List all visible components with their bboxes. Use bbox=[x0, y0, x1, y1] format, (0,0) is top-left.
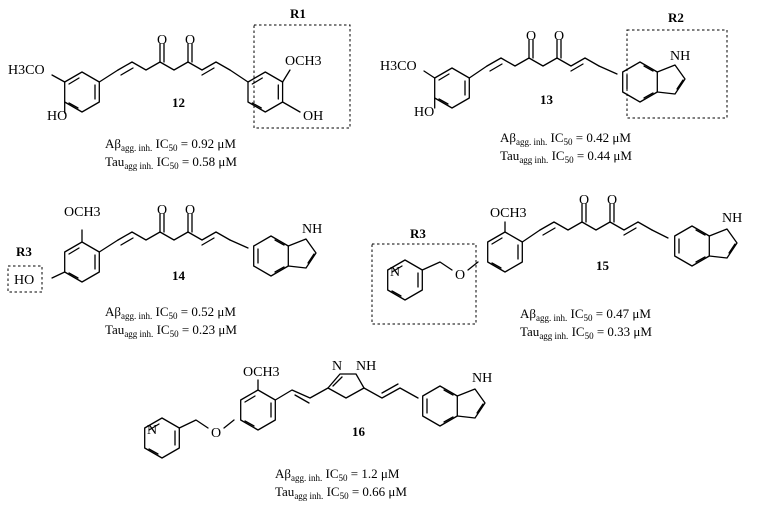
linker-start-bond bbox=[98, 69, 119, 83]
abeta-activity: Aβagg. inh. IC50 = 0.92 μM bbox=[105, 136, 236, 153]
indole-nh-label: NH bbox=[302, 222, 322, 237]
compound-number: 14 bbox=[172, 268, 186, 283]
dienone-linker bbox=[539, 203, 653, 236]
r3-label: R3 bbox=[410, 226, 426, 241]
tau-activity: Tauagg inh. IC50 = 0.23 μM bbox=[105, 322, 237, 339]
tau-activity: Tauagg inh. IC50 = 0.44 μM bbox=[500, 148, 632, 165]
abeta-activity: Aβagg. inh. IC50 = 0.42 μM bbox=[500, 130, 631, 147]
r1-dashed-box bbox=[253, 24, 351, 129]
indole bbox=[422, 385, 486, 427]
ketone-o-1: O bbox=[157, 33, 167, 48]
indole bbox=[674, 225, 738, 267]
linker-end-bond bbox=[651, 229, 669, 239]
indole-nh-label: NH bbox=[472, 371, 492, 386]
r2-dashed-box bbox=[626, 29, 728, 119]
ether-o-label: O bbox=[211, 426, 221, 441]
abeta-activity: Aβagg. inh. IC50 = 1.2 μM bbox=[275, 466, 400, 483]
vinyl-2 bbox=[363, 387, 419, 399]
compound-number: 15 bbox=[596, 258, 610, 273]
ketone-o-1: O bbox=[526, 29, 536, 44]
r3-label: R3 bbox=[16, 244, 32, 259]
pyridine-n-label: N bbox=[390, 265, 400, 280]
compound-number: 12 bbox=[172, 95, 185, 110]
pyridine-n-label: N bbox=[147, 423, 157, 438]
compound-14: OCH3 HO O O NH R3 14 Aβagg. inh. IC50 = … bbox=[7, 203, 322, 339]
indole-r2 bbox=[622, 61, 686, 103]
methoxy-bond bbox=[423, 70, 436, 79]
ho-label: HO bbox=[14, 273, 34, 288]
vinyl-1-double bbox=[294, 394, 310, 404]
compound-12: H3CO HO O O OCH3 OH R1 12 Aβagg. inh. IC… bbox=[8, 6, 351, 171]
r1-label: R1 bbox=[290, 6, 306, 21]
och3-label: OCH3 bbox=[64, 205, 101, 220]
tau-activity: Tauagg inh. IC50 = 0.66 μM bbox=[275, 484, 407, 501]
ketone-o-2: O bbox=[554, 29, 564, 44]
abeta-activity: Aβagg. inh. IC50 = 0.52 μM bbox=[105, 304, 236, 321]
och3-label: OCH3 bbox=[243, 365, 280, 380]
ketone-o-2: O bbox=[607, 193, 617, 208]
dienone-linker bbox=[486, 39, 600, 72]
ketone-o-1: O bbox=[157, 203, 167, 218]
h3co-label: H3CO bbox=[8, 63, 45, 78]
aryl-ring bbox=[64, 241, 100, 283]
indole bbox=[253, 235, 317, 277]
linker-start-bond bbox=[468, 65, 488, 79]
r3-dashed-box bbox=[371, 243, 477, 325]
dienone-linker bbox=[117, 213, 231, 246]
och3-bond bbox=[281, 69, 291, 83]
dienone-linker bbox=[117, 43, 231, 76]
o-aryl-bond bbox=[223, 419, 235, 429]
vanillyl-ring bbox=[434, 67, 470, 109]
indole-nh-label: NH bbox=[722, 211, 742, 226]
ketone-o-2: O bbox=[185, 203, 195, 218]
ketone-o-2: O bbox=[185, 33, 195, 48]
indole-nh-label: NH bbox=[670, 49, 690, 64]
pyrazole-ring bbox=[327, 373, 365, 399]
pyrazole-n-label: N bbox=[332, 359, 342, 374]
och3-label: OCH3 bbox=[285, 54, 322, 69]
oh-bond bbox=[51, 271, 66, 279]
h3co-label: H3CO bbox=[380, 59, 417, 74]
r2-label: R2 bbox=[668, 10, 684, 25]
linker-start-bond bbox=[98, 239, 119, 253]
r1-ring bbox=[247, 71, 284, 113]
o-aryl-bond bbox=[467, 261, 479, 271]
oh-label: OH bbox=[303, 109, 323, 124]
linker-end-bond bbox=[598, 65, 618, 75]
compound-13: H3CO HO O O NH R2 13 Aβagg. inh. IC50 = … bbox=[380, 10, 728, 165]
linker-end-bond bbox=[229, 69, 249, 83]
compound-15: N O OCH3 O O NH R3 15 Aβagg. inh. IC50 =… bbox=[371, 193, 742, 341]
tau-activity: Tauagg inh. IC50 = 0.58 μM bbox=[105, 154, 237, 171]
abeta-activity: Aβagg. inh. IC50 = 0.47 μM bbox=[520, 306, 651, 323]
oh-bond bbox=[281, 101, 301, 113]
linker-start-bond bbox=[521, 229, 541, 243]
pyrazole-nh-label: NH bbox=[356, 359, 376, 374]
ch2o-bond bbox=[178, 419, 209, 429]
tau-activity: Tauagg inh. IC50 = 0.33 μM bbox=[520, 324, 652, 341]
och3-label: OCH3 bbox=[490, 206, 527, 221]
compound-number: 16 bbox=[352, 424, 366, 439]
linker-end-bond bbox=[229, 239, 249, 249]
ho-label: HO bbox=[47, 109, 67, 124]
compound-number: 13 bbox=[540, 92, 554, 107]
ether-o-label: O bbox=[455, 268, 465, 283]
vinyl-2-double bbox=[381, 383, 399, 394]
ketone-o-1: O bbox=[579, 193, 589, 208]
pyrazole-double bbox=[332, 376, 343, 387]
r3-dashed-box bbox=[7, 265, 43, 293]
vinyl-1 bbox=[274, 387, 329, 401]
compound-16: N O OCH3 N NH NH 16 Aβagg. inh. IC50 = 1… bbox=[144, 359, 492, 501]
vanillyl-ring bbox=[64, 71, 100, 113]
methoxy-bond bbox=[51, 74, 66, 83]
ch2o-bond bbox=[421, 261, 453, 271]
ho-label: HO bbox=[414, 105, 434, 120]
aryl-ring bbox=[240, 389, 276, 431]
aryl-ring bbox=[487, 231, 523, 273]
